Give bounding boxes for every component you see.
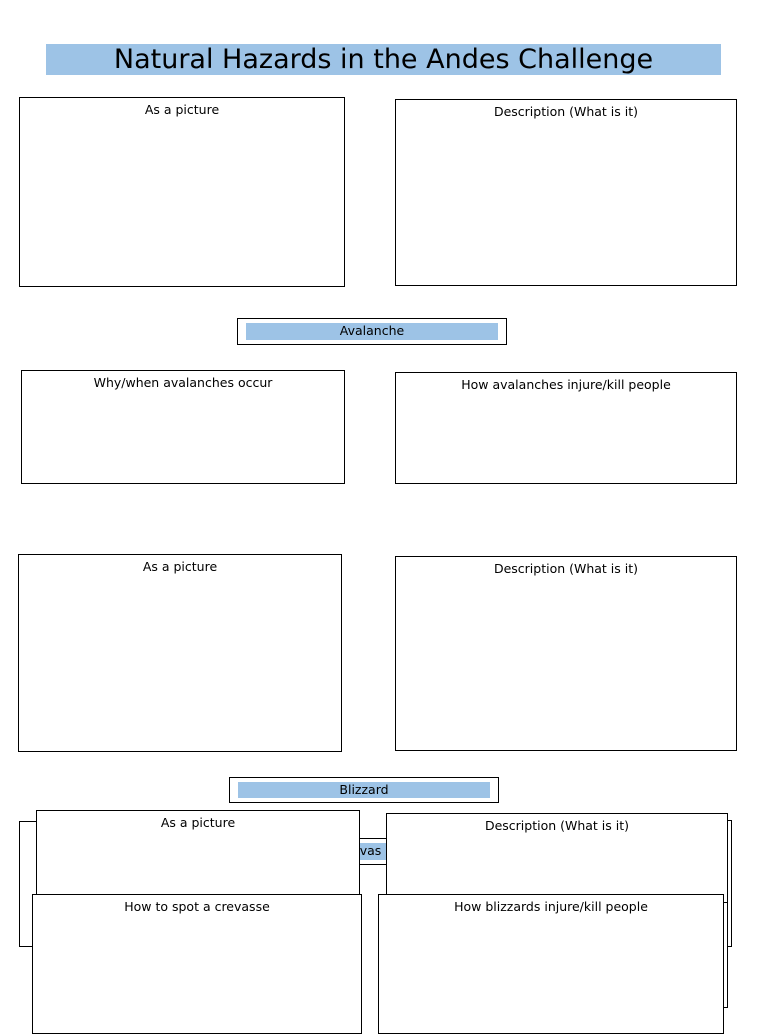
avalanche-picture-box: As a picture [19, 97, 345, 287]
blizzard-description-label: Description (What is it) [493, 561, 639, 576]
avalanche-why-when-box: Why/when avalanches occur [21, 370, 345, 484]
avalanche-injure-box: How avalanches injure/kill people [395, 372, 737, 484]
blizzard-injure-label: How blizzards injure/kill people [454, 899, 648, 914]
crevasse-description-label: Description (What is it) [484, 818, 630, 833]
avalanche-description-label: Description (What is it) [493, 104, 639, 119]
crevasse-picture-label: As a picture [160, 815, 236, 830]
avalanche-tag-label: Avalanche [246, 323, 498, 340]
blizzard-picture-box: As a picture [18, 554, 342, 752]
avalanche-why-when-label: Why/when avalanches occur [93, 375, 273, 390]
blizzard-injure-box: How blizzards injure/kill people [378, 894, 724, 1034]
avalanche-tag: Avalanche [237, 318, 507, 345]
blizzard-picture-label: As a picture [142, 559, 218, 574]
avalanche-injure-label: How avalanches injure/kill people [461, 377, 671, 392]
avalanche-description-box: Description (What is it) [395, 99, 737, 286]
blizzard-tag-label: Blizzard [238, 782, 490, 798]
blizzard-tag: Blizzard [229, 777, 499, 803]
crevasse-spot-box: How to spot a crevasse [32, 894, 362, 1034]
blizzard-description-box: Description (What is it) [395, 556, 737, 751]
crevasse-picture-box: As a picture [36, 810, 360, 900]
avalanche-picture-label: As a picture [144, 102, 220, 117]
crevasse-description-box: Description (What is it) [386, 813, 728, 903]
crevasse-spot-label: How to spot a crevasse [124, 899, 270, 914]
page-title: Natural Hazards in the Andes Challenge [46, 44, 721, 75]
